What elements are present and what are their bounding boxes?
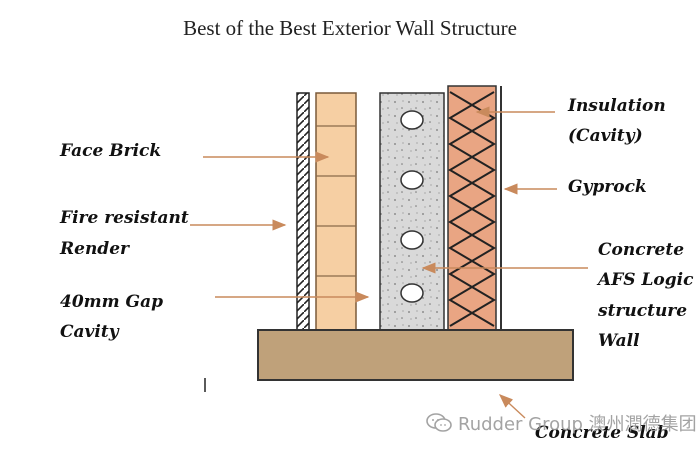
label-cavity: Cavity — [60, 322, 119, 342]
label-wall: Wall — [598, 331, 640, 351]
footing-slab — [257, 329, 574, 381]
wechat-icon — [426, 413, 452, 432]
face-brick-layer — [315, 92, 357, 331]
label-footing: Concrete Slab — [535, 423, 669, 443]
diagram-title: Best of the Best Exterior Wall Structure — [183, 16, 517, 40]
render-layer — [296, 92, 310, 331]
label-render: Render — [60, 239, 129, 259]
concrete-void — [400, 170, 424, 190]
label-fire-resistant: Fire resistant — [60, 208, 189, 228]
watermark-text: Rudder Group 澳州潤德集团 — [458, 414, 697, 435]
concrete-void — [400, 283, 424, 303]
label-afs-logic: AFS Logic — [598, 270, 694, 290]
label-insulation: Insulation — [568, 96, 666, 116]
label-insulation-cavity: (Cavity) — [568, 126, 643, 146]
arrow-footing — [498, 394, 526, 419]
label-concrete: Concrete — [598, 240, 685, 260]
label-gap: 40mm Gap — [60, 292, 163, 312]
concrete-void — [400, 110, 424, 130]
concrete-void — [400, 230, 424, 250]
label-gyprock: Gyprock — [568, 177, 647, 197]
label-structure: structure — [598, 301, 688, 321]
watermark: Rudder Group 澳州潤德集团 — [426, 410, 697, 436]
insulation-zigzag — [448, 91, 496, 327]
label-face-brick: Face Brick — [60, 141, 162, 161]
